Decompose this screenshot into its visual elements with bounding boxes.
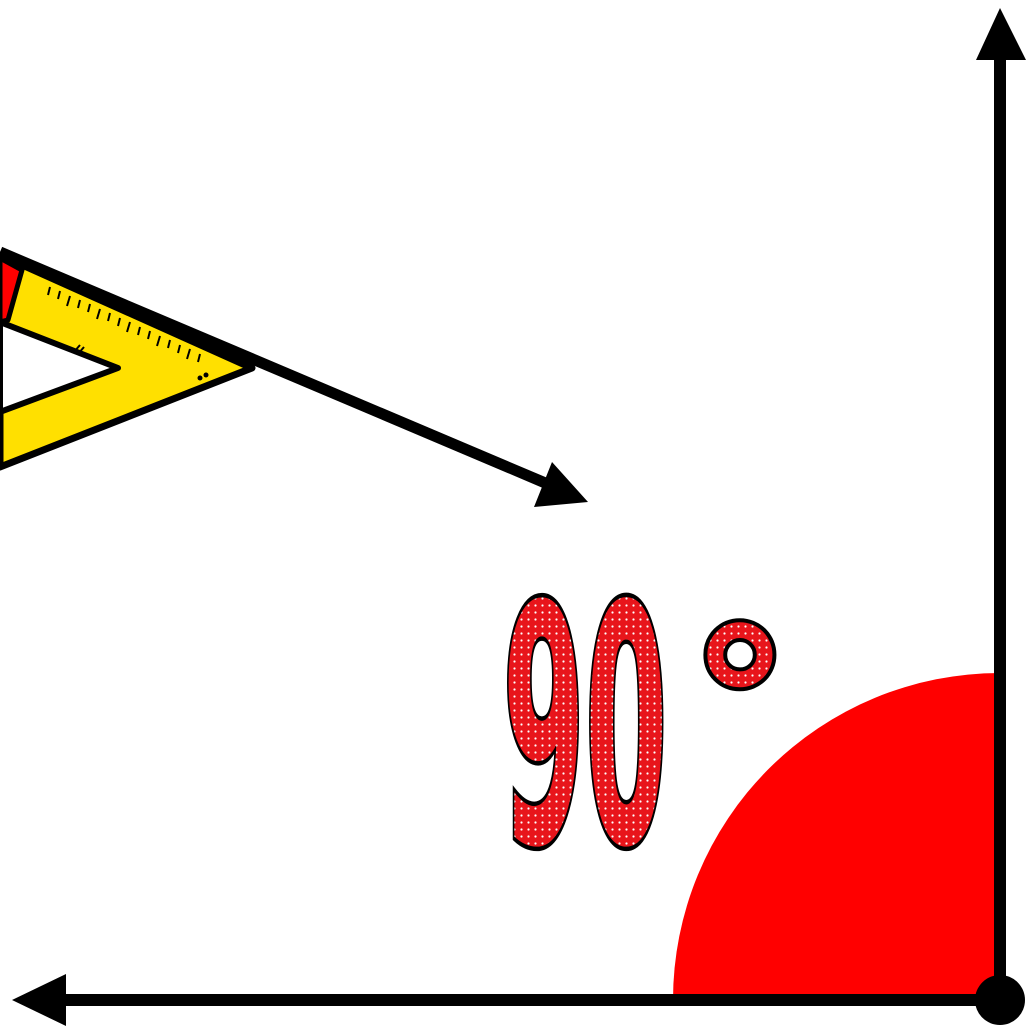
set-square-ticks [47, 286, 201, 363]
set-square-mark [77, 346, 85, 355]
set-square-dot [203, 372, 209, 378]
angle-label: 90 ° [498, 532, 794, 925]
slanted-ray [0, 246, 553, 491]
degree-symbol: ° [690, 587, 790, 820]
set-square-hole [0, 319, 121, 415]
angle-number: 90 [503, 536, 668, 920]
vertical-arrowhead [976, 8, 1026, 60]
set-square-red-strip [0, 255, 25, 325]
set-square-body [0, 251, 256, 471]
set-square-mark [73, 344, 81, 353]
angle-sector [673, 673, 1000, 1000]
set-square-icon [0, 251, 256, 471]
vertex-point [975, 975, 1025, 1025]
slanted-arrowhead [534, 462, 588, 507]
set-square-dot [197, 375, 203, 381]
horizontal-arrowhead [12, 974, 66, 1026]
